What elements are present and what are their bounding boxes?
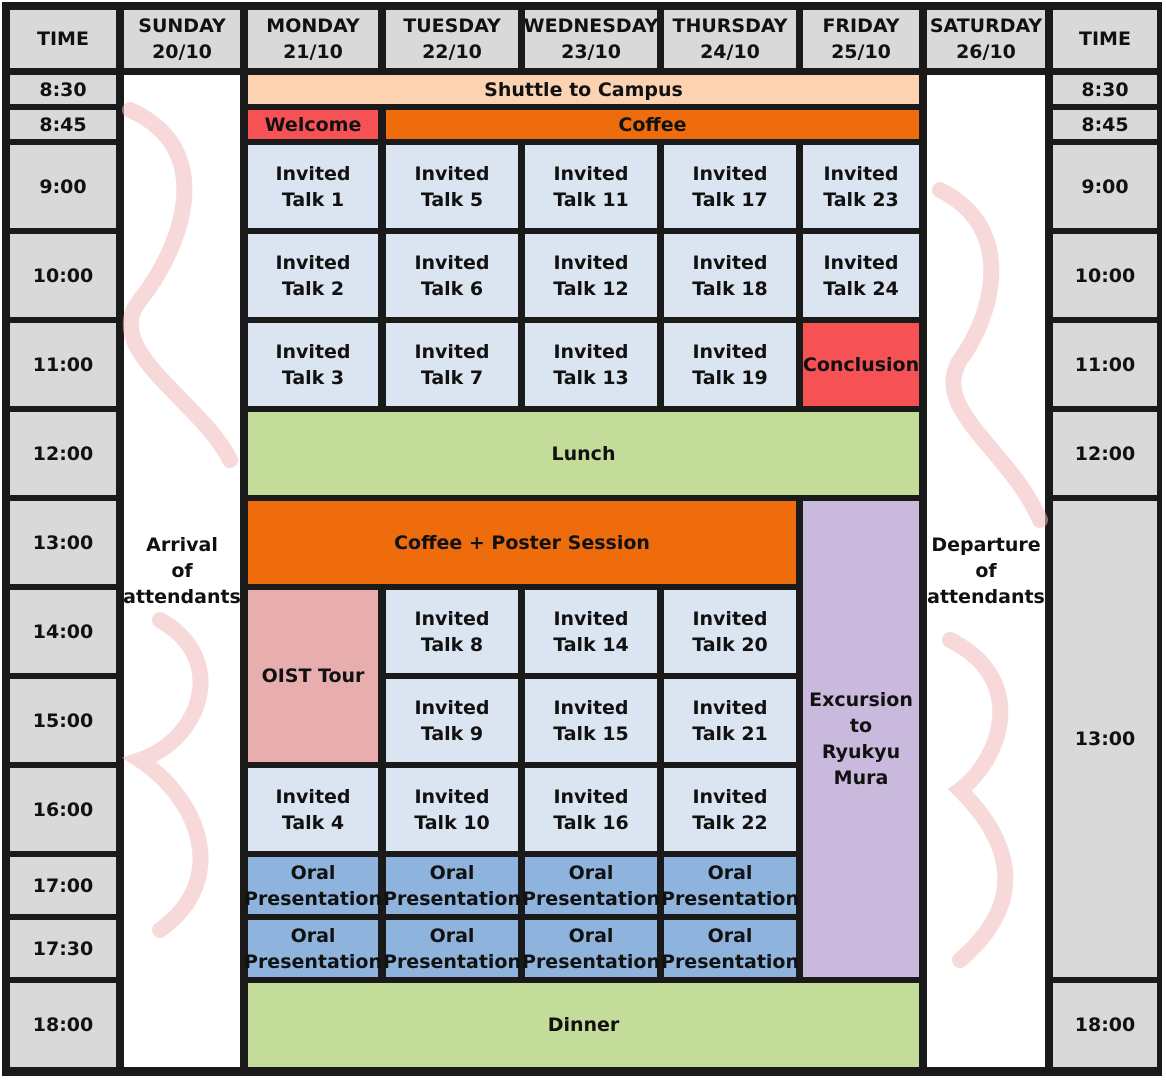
oral-presentation: Oral Presentation <box>383 918 521 979</box>
talk-block: Invited Talk 22 <box>662 766 798 853</box>
time-label: 11:00 <box>8 321 118 408</box>
time-label: 8:45 <box>8 108 118 141</box>
conclusion-block: Conclusion <box>801 321 921 408</box>
time-label: 12:00 <box>8 410 118 497</box>
talk-block: Invited Talk 4 <box>246 766 380 853</box>
header-tuesday: TUESDAY 22/10 <box>384 8 520 70</box>
time-label: 11:00 <box>1051 321 1159 408</box>
oral-presentation: Oral Presentation <box>661 918 799 979</box>
coffee-block: Coffee <box>384 108 921 141</box>
dinner-block: Dinner <box>246 981 921 1069</box>
time-label: 8:30 <box>8 73 118 106</box>
time-label: 13:00 <box>1051 499 1159 979</box>
time-label: 18:00 <box>8 981 118 1069</box>
oist-tour-block: OIST Tour <box>246 588 380 764</box>
time-label: 8:30 <box>1051 73 1159 106</box>
talk-block: Invited Talk 17 <box>662 143 798 230</box>
departure-block: Departure of attendants <box>925 73 1047 1069</box>
time-label: 9:00 <box>1051 143 1159 230</box>
talk-block: Invited Talk 23 <box>801 143 921 230</box>
talk-block: Invited Talk 6 <box>384 232 520 319</box>
header-time-left: TIME <box>8 8 118 70</box>
oral-presentation: Oral Presentation <box>522 855 660 916</box>
talk-block: Invited Talk 7 <box>384 321 520 408</box>
time-label: 9:00 <box>8 143 118 230</box>
talk-block: Invited Talk 13 <box>523 321 659 408</box>
time-label: 15:00 <box>8 677 118 764</box>
talk-block: Invited Talk 16 <box>523 766 659 853</box>
talk-block: Invited Talk 11 <box>523 143 659 230</box>
talk-block: Invited Talk 3 <box>246 321 380 408</box>
header-time-right: TIME <box>1051 8 1159 70</box>
shuttle-to-campus: Shuttle to Campus <box>246 73 921 106</box>
oral-presentation: Oral Presentation <box>244 918 382 979</box>
header-wednesday: WEDNESDAY 23/10 <box>523 8 659 70</box>
header-sunday: SUNDAY 20/10 <box>122 8 242 70</box>
oral-presentation: Oral Presentation <box>661 855 799 916</box>
talk-block: Invited Talk 10 <box>384 766 520 853</box>
coffee-poster-session: Coffee + Poster Session <box>246 499 798 586</box>
talk-block: Invited Talk 1 <box>246 143 380 230</box>
time-label: 16:00 <box>8 766 118 853</box>
time-label: 10:00 <box>1051 232 1159 319</box>
talk-block: Invited Talk 15 <box>523 677 659 764</box>
time-label: 12:00 <box>1051 410 1159 497</box>
time-label: 8:45 <box>1051 108 1159 141</box>
time-label: 14:00 <box>8 588 118 675</box>
excursion-block: Excursion to Ryukyu Mura <box>801 499 921 979</box>
header-friday: FRIDAY 25/10 <box>801 8 921 70</box>
header-monday: MONDAY 21/10 <box>246 8 380 70</box>
time-label: 17:00 <box>8 855 118 916</box>
talk-block: Invited Talk 5 <box>384 143 520 230</box>
arrival-block: Arrival of attendants <box>122 73 242 1069</box>
time-label: 13:00 <box>8 499 118 586</box>
time-label: 18:00 <box>1051 981 1159 1069</box>
talk-block: Invited Talk 18 <box>662 232 798 319</box>
talk-block: Invited Talk 12 <box>523 232 659 319</box>
header-thursday: THURSDAY 24/10 <box>662 8 798 70</box>
oral-presentation: Oral Presentation <box>522 918 660 979</box>
talk-block: Invited Talk 2 <box>246 232 380 319</box>
oral-presentation: Oral Presentation <box>244 855 382 916</box>
talk-block: Invited Talk 24 <box>801 232 921 319</box>
talk-block: Invited Talk 19 <box>662 321 798 408</box>
time-label: 17:30 <box>8 918 118 979</box>
talk-block: Invited Talk 8 <box>384 588 520 675</box>
oral-presentation: Oral Presentation <box>383 855 521 916</box>
lunch-block: Lunch <box>246 410 921 497</box>
talk-block: Invited Talk 14 <box>523 588 659 675</box>
talk-block: Invited Talk 20 <box>662 588 798 675</box>
time-label: 10:00 <box>8 232 118 319</box>
header-saturday: SATURDAY 26/10 <box>925 8 1047 70</box>
talk-block: Invited Talk 9 <box>384 677 520 764</box>
welcome-block: Welcome <box>246 108 380 141</box>
talk-block: Invited Talk 21 <box>662 677 798 764</box>
